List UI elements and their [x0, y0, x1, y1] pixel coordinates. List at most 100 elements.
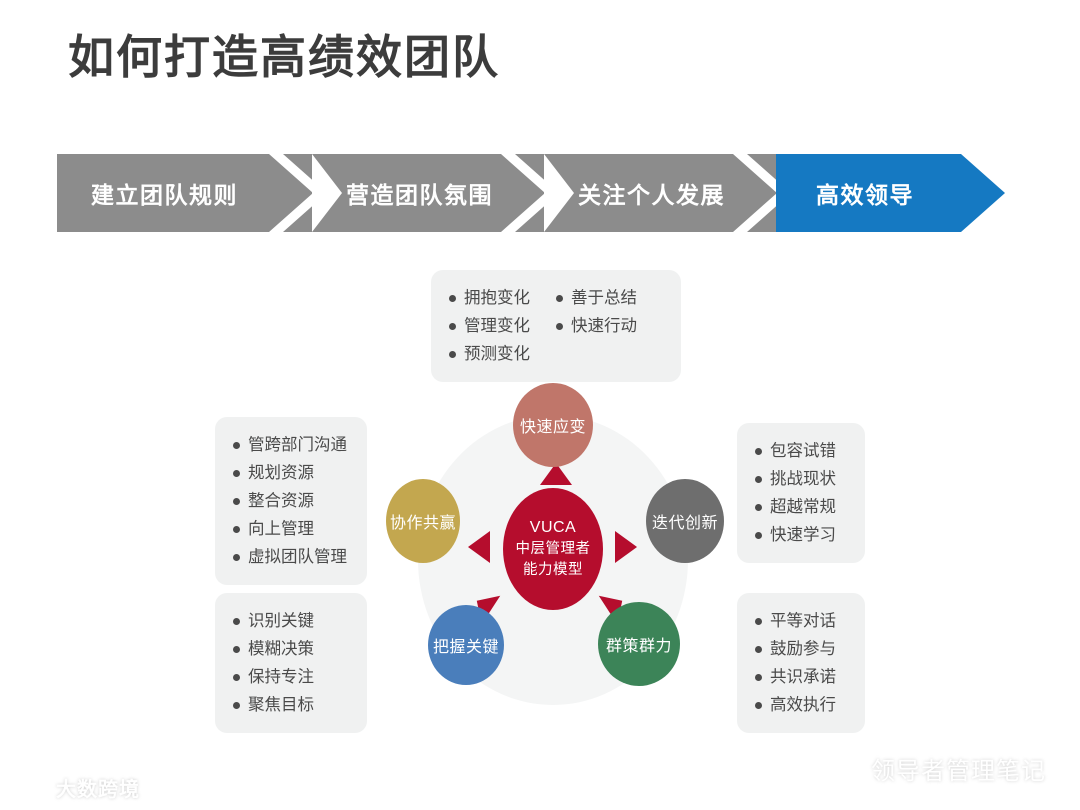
list-item: 高效执行	[755, 691, 847, 719]
process-step-4-label: 高效领导	[816, 182, 914, 208]
list-item-label: 平等对话	[770, 612, 836, 630]
bullet-icon	[556, 294, 563, 302]
wheel-node-bottom-left-label: 把握关键	[432, 639, 499, 656]
process-step-2-label: 营造团队氛围	[346, 182, 493, 208]
list-item-label: 高效执行	[770, 696, 836, 714]
list-item: 拥抱变化	[449, 284, 530, 312]
bullet-icon	[233, 525, 240, 533]
list-item: 向上管理	[233, 515, 349, 543]
bullet-icon	[755, 645, 762, 653]
bullet-icon	[755, 701, 762, 709]
wechat-icon	[825, 754, 861, 783]
watermark-left: 大数跨境	[14, 773, 140, 802]
bullet-icon	[556, 322, 563, 330]
watermark-left-text: 大数跨境	[56, 779, 140, 801]
wheel-node-bottom-right-label: 群策群力	[605, 638, 672, 655]
wheel-node-right-label: 迭代创新	[651, 515, 718, 532]
wheel-node-top[interactable]: 快速应变	[513, 383, 593, 467]
info-box-left-bottom: 识别关键 模糊决策 保持专注 聚焦目标	[215, 593, 367, 733]
watermark-right-text: 领导者管理笔记	[871, 758, 1046, 785]
wheel-hub-line-2: 能力模型	[523, 562, 583, 578]
list-item-label: 超越常规	[770, 498, 836, 516]
wheel-node-bottom-right[interactable]: 群策群力	[598, 602, 680, 686]
list-item: 识别关键	[233, 607, 349, 635]
bullet-icon	[233, 701, 240, 709]
list-item: 快速学习	[755, 521, 847, 549]
list-item: 管跨部门沟通	[233, 431, 349, 459]
list-item: 共识承诺	[755, 663, 847, 691]
list-item: 聚焦目标	[233, 691, 349, 719]
process-step-4-active[interactable]: 高效领导	[776, 154, 1005, 232]
competency-wheel-diagram: 拥抱变化 管理变化 预测变化 善于总结 快速行动 管跨部门沟通 规划资源 整合资…	[0, 250, 1080, 750]
list-item-label: 共识承诺	[770, 668, 836, 686]
wheel-node-bottom-left[interactable]: 把握关键	[428, 605, 504, 685]
list-item: 整合资源	[233, 487, 349, 515]
list-item-label: 预测变化	[464, 345, 530, 363]
wheel-node-top-label: 快速应变	[519, 419, 586, 436]
info-box-right-top: 包容试错 挑战现状 超越常规 快速学习	[737, 423, 865, 563]
list-item: 平等对话	[755, 607, 847, 635]
list-item-label: 整合资源	[248, 492, 314, 510]
list-item-label: 规划资源	[248, 464, 314, 482]
bullet-icon	[233, 441, 240, 449]
bullet-icon	[233, 617, 240, 625]
info-box-right-bottom: 平等对话 鼓励参与 共识承诺 高效执行	[737, 593, 865, 733]
process-step-2[interactable]: 营造团队氛围	[312, 154, 544, 232]
list-item: 鼓励参与	[755, 635, 847, 663]
bullet-icon	[755, 503, 762, 511]
list-item: 善于总结	[556, 284, 637, 312]
info-box-top-column-2: 善于总结 快速行动	[556, 284, 637, 368]
bullet-icon	[233, 673, 240, 681]
list-item: 虚拟团队管理	[233, 543, 349, 571]
bullet-icon	[449, 350, 456, 358]
wheel-node-right[interactable]: 迭代创新	[646, 479, 724, 563]
list-item: 挑战现状	[755, 465, 847, 493]
info-box-top-column-1: 拥抱变化 管理变化 预测变化	[449, 284, 530, 368]
bullet-icon	[233, 469, 240, 477]
process-bar: 建立团队规则 营造团队氛围 关注个人发展 高效领导	[57, 154, 1005, 232]
list-item-label: 虚拟团队管理	[248, 548, 347, 566]
bullet-icon	[449, 322, 456, 330]
logo-icon	[17, 776, 48, 798]
wheel-hub-line-en: VUCA	[529, 519, 577, 536]
process-step-3-label: 关注个人发展	[578, 182, 725, 208]
list-item-label: 包容试错	[770, 442, 836, 460]
list-item: 超越常规	[755, 493, 847, 521]
list-item-label: 快速行动	[571, 317, 637, 335]
list-item-label: 管理变化	[464, 317, 530, 335]
list-item: 预测变化	[449, 340, 530, 368]
wheel-hub[interactable]: VUCA 中层管理者 能力模型	[503, 488, 603, 610]
list-item: 规划资源	[233, 459, 349, 487]
list-item-label: 保持专注	[248, 668, 314, 686]
arrow-up-icon	[540, 463, 572, 485]
wheel-node-left[interactable]: 协作共赢	[386, 479, 460, 563]
list-item: 保持专注	[233, 663, 349, 691]
bullet-icon	[755, 673, 762, 681]
bullet-icon	[233, 645, 240, 653]
list-item: 管理变化	[449, 312, 530, 340]
info-box-top: 拥抱变化 管理变化 预测变化 善于总结 快速行动	[431, 270, 681, 382]
list-item-label: 挑战现状	[770, 470, 836, 488]
arrow-right-icon	[615, 531, 637, 563]
watermark-right: 领导者管理笔记	[825, 751, 1046, 786]
page-title: 如何打造高绩效团队	[68, 31, 500, 83]
wheel-node-left-label: 协作共赢	[389, 515, 456, 532]
bullet-icon	[755, 447, 762, 455]
list-item-label: 善于总结	[571, 289, 637, 307]
bullet-icon	[755, 475, 762, 483]
list-item: 包容试错	[755, 437, 847, 465]
process-step-1[interactable]: 建立团队规则	[57, 154, 312, 232]
list-item-label: 快速学习	[770, 526, 836, 544]
wheel-hub-line-1: 中层管理者	[515, 541, 591, 557]
list-item-label: 管跨部门沟通	[248, 436, 347, 454]
list-item-label: 识别关键	[248, 612, 314, 630]
bullet-icon	[755, 617, 762, 625]
list-item-label: 聚焦目标	[248, 696, 314, 714]
process-step-3[interactable]: 关注个人发展	[544, 154, 776, 232]
info-box-left-top: 管跨部门沟通 规划资源 整合资源 向上管理 虚拟团队管理	[215, 417, 367, 585]
bullet-icon	[449, 294, 456, 302]
list-item-label: 向上管理	[248, 520, 314, 538]
arrow-left-icon	[468, 531, 490, 563]
list-item-label: 拥抱变化	[464, 289, 530, 307]
